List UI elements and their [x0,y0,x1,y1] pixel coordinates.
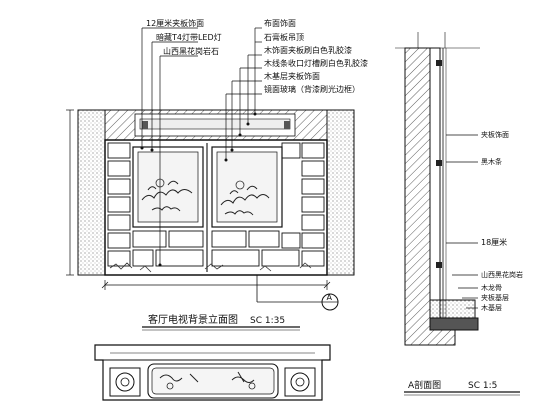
callout-4: 石膏板吊顶 [264,32,304,42]
section-callout-6: 木基层 [481,303,502,312]
callout-8: 镜面玻璃（背漆刷光边框） [264,84,360,94]
callout-2: 山西黑花岗岩石 [163,46,219,56]
tv-wall-plan [94,344,331,401]
lower-cabinet-row [132,230,300,267]
section-marker-label: A [327,293,333,302]
section-scale: SC 1:5 [468,381,497,391]
callout-5: 木饰面夹板刷白色乳胶漆 [264,45,352,55]
callout-7: 木基层夹板饰面 [264,71,320,81]
left-dimension-line [66,109,74,276]
section-cladding [429,47,441,331]
right-mural-pattern [220,185,270,216]
callout-3: 布面饰面 [264,18,296,28]
plan-left-square [109,367,141,397]
base-stone-texture [109,262,312,273]
bottom-dimension-line [101,280,331,290]
section-callout-4: 木龙骨 [481,283,502,292]
section-marker: A [256,275,339,311]
section-title: A剖面图 [408,379,441,391]
elevation-scale: SC 1:35 [250,316,285,326]
plan-right-square [284,367,316,397]
section-callout-5: 夹板基层 [481,293,509,302]
left-storage-grid [107,142,131,267]
callout-0: 12厘米夹板饰面 [146,18,204,28]
section-callout-0: 夹板饰面 [481,130,509,139]
left-mural-pattern [141,180,193,212]
section-callout-2: 18厘米 [481,237,507,247]
section-callout-3: 山西黑花岗岩 [481,270,523,279]
wall-section-detail: 夹板饰面 黑木条 18厘米 山西黑花岗岩 木龙骨 夹板基层 木基层 A剖面图 S… [395,32,523,396]
elevation-title: 客厅电视背景立面图 [148,313,238,326]
section-callout-1: 黑木条 [481,157,502,166]
callout-6: 木线条收口灯槽刷白色乳胶漆 [264,58,368,68]
right-stone-column [326,109,355,276]
left-stone-column [77,109,106,276]
tv-wall-elevation: 12厘米夹板饰面 暗藏T4灯带LED灯 山西黑花岗岩石 布面饰面 石膏板吊顶 木… [66,18,368,331]
callout-1: 暗藏T4灯带LED灯 [156,32,222,42]
